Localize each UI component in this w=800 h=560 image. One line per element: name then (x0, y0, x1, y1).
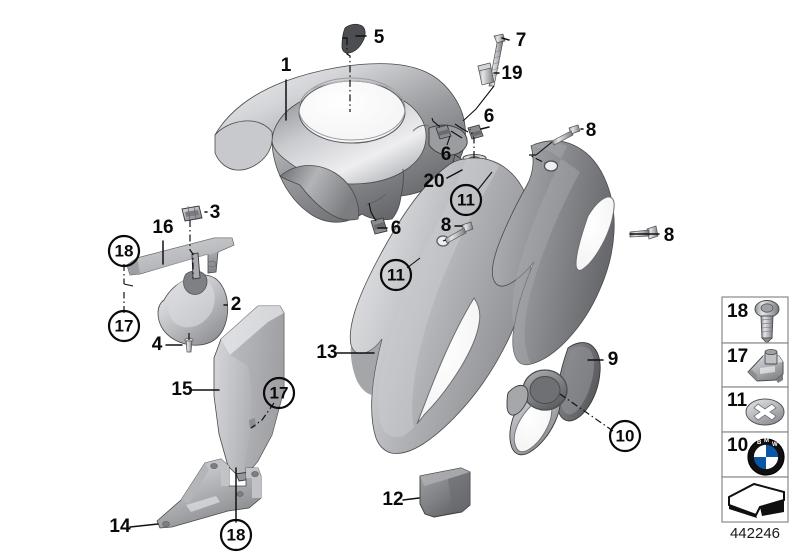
callout-18-b: 18 (227, 525, 246, 544)
legend-number-10: 10 (727, 435, 748, 456)
callout-2: 2 (231, 294, 242, 315)
callout-6-a: 6 (484, 106, 495, 127)
callout-11-b: 11 (387, 265, 405, 284)
part-side-trim-panel (213, 305, 285, 482)
push-on-washer-icon (745, 398, 785, 426)
callout-7: 7 (516, 30, 527, 51)
part-screw-left-panel (444, 221, 474, 244)
part-screw-upper-right (551, 124, 581, 146)
callout-14: 14 (109, 516, 131, 537)
part-clip-mid (435, 124, 452, 140)
part-mounting-bracket (156, 458, 262, 529)
part-screw-right-edge (629, 225, 659, 240)
svg-text:W: W (772, 442, 778, 448)
part-retaining-clip (181, 205, 203, 222)
callout-4: 4 (152, 334, 163, 355)
part-mirror-bracket (126, 237, 235, 276)
part-mirror-housing (157, 252, 229, 346)
diagram-id-number: 442246 (730, 525, 780, 542)
legend-number-17: 17 (727, 346, 748, 367)
leader-lines (123, 35, 660, 528)
part-left-fairing-panel (349, 157, 533, 454)
part-tank-cap-seal (341, 23, 366, 54)
callout-11-a: 11 (457, 190, 475, 209)
callout-8-c: 8 (441, 215, 452, 236)
callout-20: 20 (423, 171, 444, 192)
callout-8-a: 8 (586, 120, 597, 141)
clip-nut-icon (747, 348, 784, 383)
legend-panel: 18 17 11 (721, 296, 789, 542)
legend-number-18: 18 (727, 301, 748, 322)
callout-9: 9 (608, 349, 619, 370)
callout-15: 15 (171, 379, 193, 400)
svg-text:B: B (757, 440, 762, 446)
arrow-direction-icon (728, 482, 785, 518)
part-right-fairing-panel (492, 140, 615, 366)
part-spacer-sleeve (477, 62, 495, 86)
callout-13: 13 (316, 342, 337, 363)
callout-6-b: 6 (441, 144, 452, 165)
callout-17-a: 17 (115, 316, 134, 335)
callout-18-a: 18 (115, 241, 134, 260)
part-mirror-screw (184, 337, 194, 353)
part-bmw-emblem-mounted (506, 369, 568, 456)
part-emblem-carrier (556, 342, 601, 422)
part-fuel-tank-cover (214, 63, 468, 223)
callout-6-c: 6 (391, 218, 402, 239)
part-cover-cap (419, 467, 471, 518)
callout-3: 3 (210, 202, 221, 223)
callout-circles (107, 183, 642, 552)
legend-number-11: 11 (727, 390, 748, 411)
part-clip-lower (370, 217, 388, 235)
hex-head-screw-icon (754, 300, 780, 344)
svg-text:M: M (764, 438, 769, 444)
callout-8-b: 8 (664, 225, 675, 246)
callout-12: 12 (382, 489, 403, 510)
callout-19: 19 (501, 63, 522, 84)
part-clip-upper (467, 124, 484, 140)
callout-labels: 1 5 7 19 6 6 20 8 8 8 6 3 16 2 4 15 14 1… (109, 27, 674, 544)
callout-1: 1 (281, 55, 292, 76)
callout-17-b: 17 (270, 383, 289, 402)
bmw-roundel-icon: B M W (747, 438, 785, 476)
callout-16: 16 (152, 217, 173, 238)
callout-10: 10 (616, 426, 635, 445)
callout-5: 5 (374, 27, 385, 48)
